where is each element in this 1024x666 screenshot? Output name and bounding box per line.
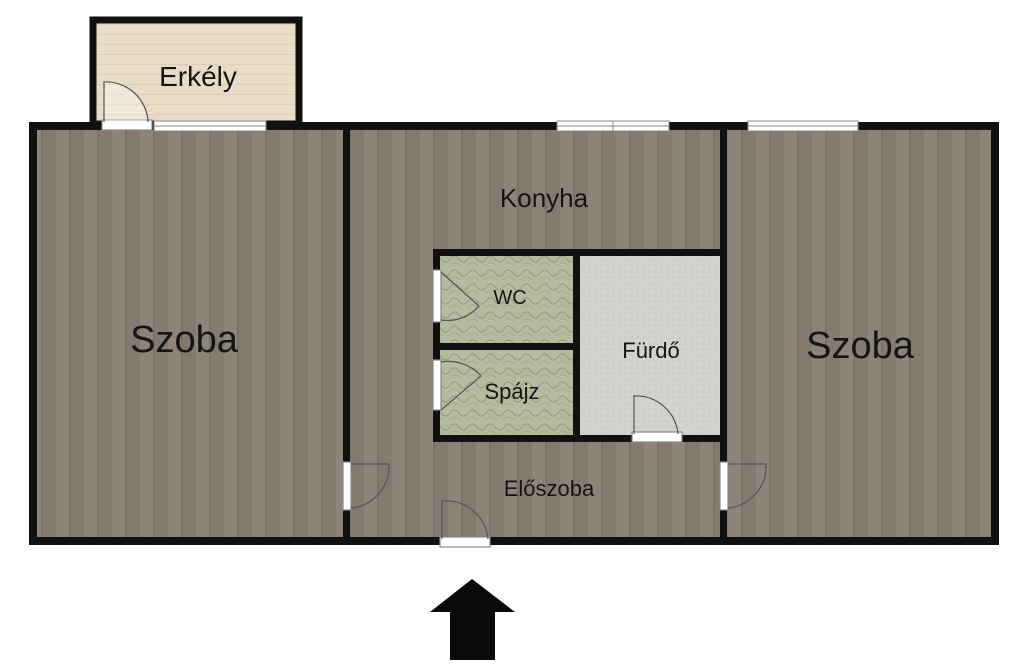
label-konyha: Konyha [500,183,589,213]
label-erkely: Erkély [159,61,237,92]
room-erkely [93,20,299,124]
label-szoba-right: Szoba [806,325,915,367]
entrance-arrow-icon [430,579,515,660]
windows [153,120,859,132]
label-eloszoba: Előszoba [504,476,595,501]
label-szoba-left: Szoba [130,319,239,361]
interior-walls [343,126,727,541]
label-furdo: Fürdő [622,338,679,363]
room-wc [437,253,575,345]
label-wc: WC [493,287,526,309]
label-spajz: Spájz [484,379,539,404]
outer-wall [29,122,999,545]
doors [101,81,767,548]
room-spajz [437,349,575,437]
room-furdo [580,253,721,437]
